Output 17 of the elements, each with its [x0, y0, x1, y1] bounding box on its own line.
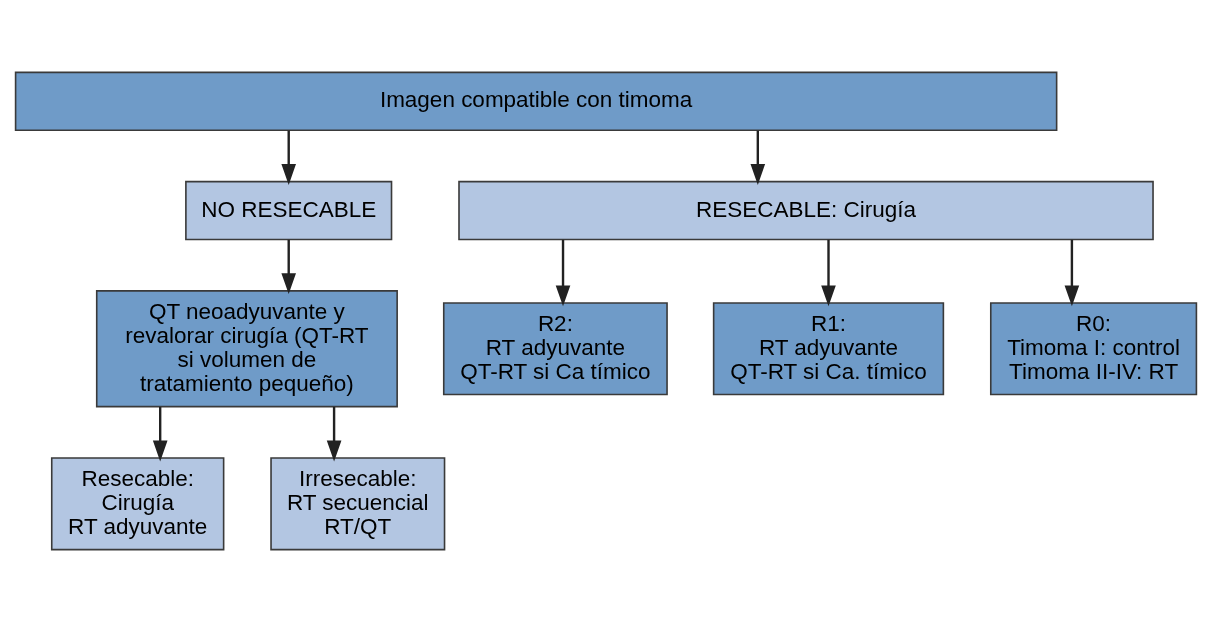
node-box: RESECABLE: Cirugía: [458, 180, 1154, 240]
arrow: [326, 406, 342, 462]
node-box: NO RESECABLE: [185, 180, 393, 240]
node-box: Irresecable: RT secuencial RT/QT: [270, 456, 446, 550]
node-box: QT neoadyuvante y revalorar cirugía (QT-RT si volumen de tratamiento pequeño): [95, 289, 398, 407]
node-box: Resecable: Cirugía RT adyuvante: [50, 456, 225, 550]
arrow: [152, 406, 168, 462]
arrow: [281, 130, 297, 185]
node-box: R0: Timoma I: control Timoma II-IV: RT: [989, 301, 1198, 395]
arrow: [1064, 239, 1080, 306]
node-box: R2: RT adyuvante QT-RT si Ca tímico: [442, 301, 668, 395]
node-box: R1: RT adyuvante QT-RT si Ca. tímico: [712, 301, 945, 395]
arrow: [281, 239, 297, 294]
node-box: Imagen compatible con timoma: [14, 71, 1058, 131]
arrow: [750, 130, 766, 185]
arrow: [821, 239, 836, 306]
arrow: [555, 239, 571, 306]
